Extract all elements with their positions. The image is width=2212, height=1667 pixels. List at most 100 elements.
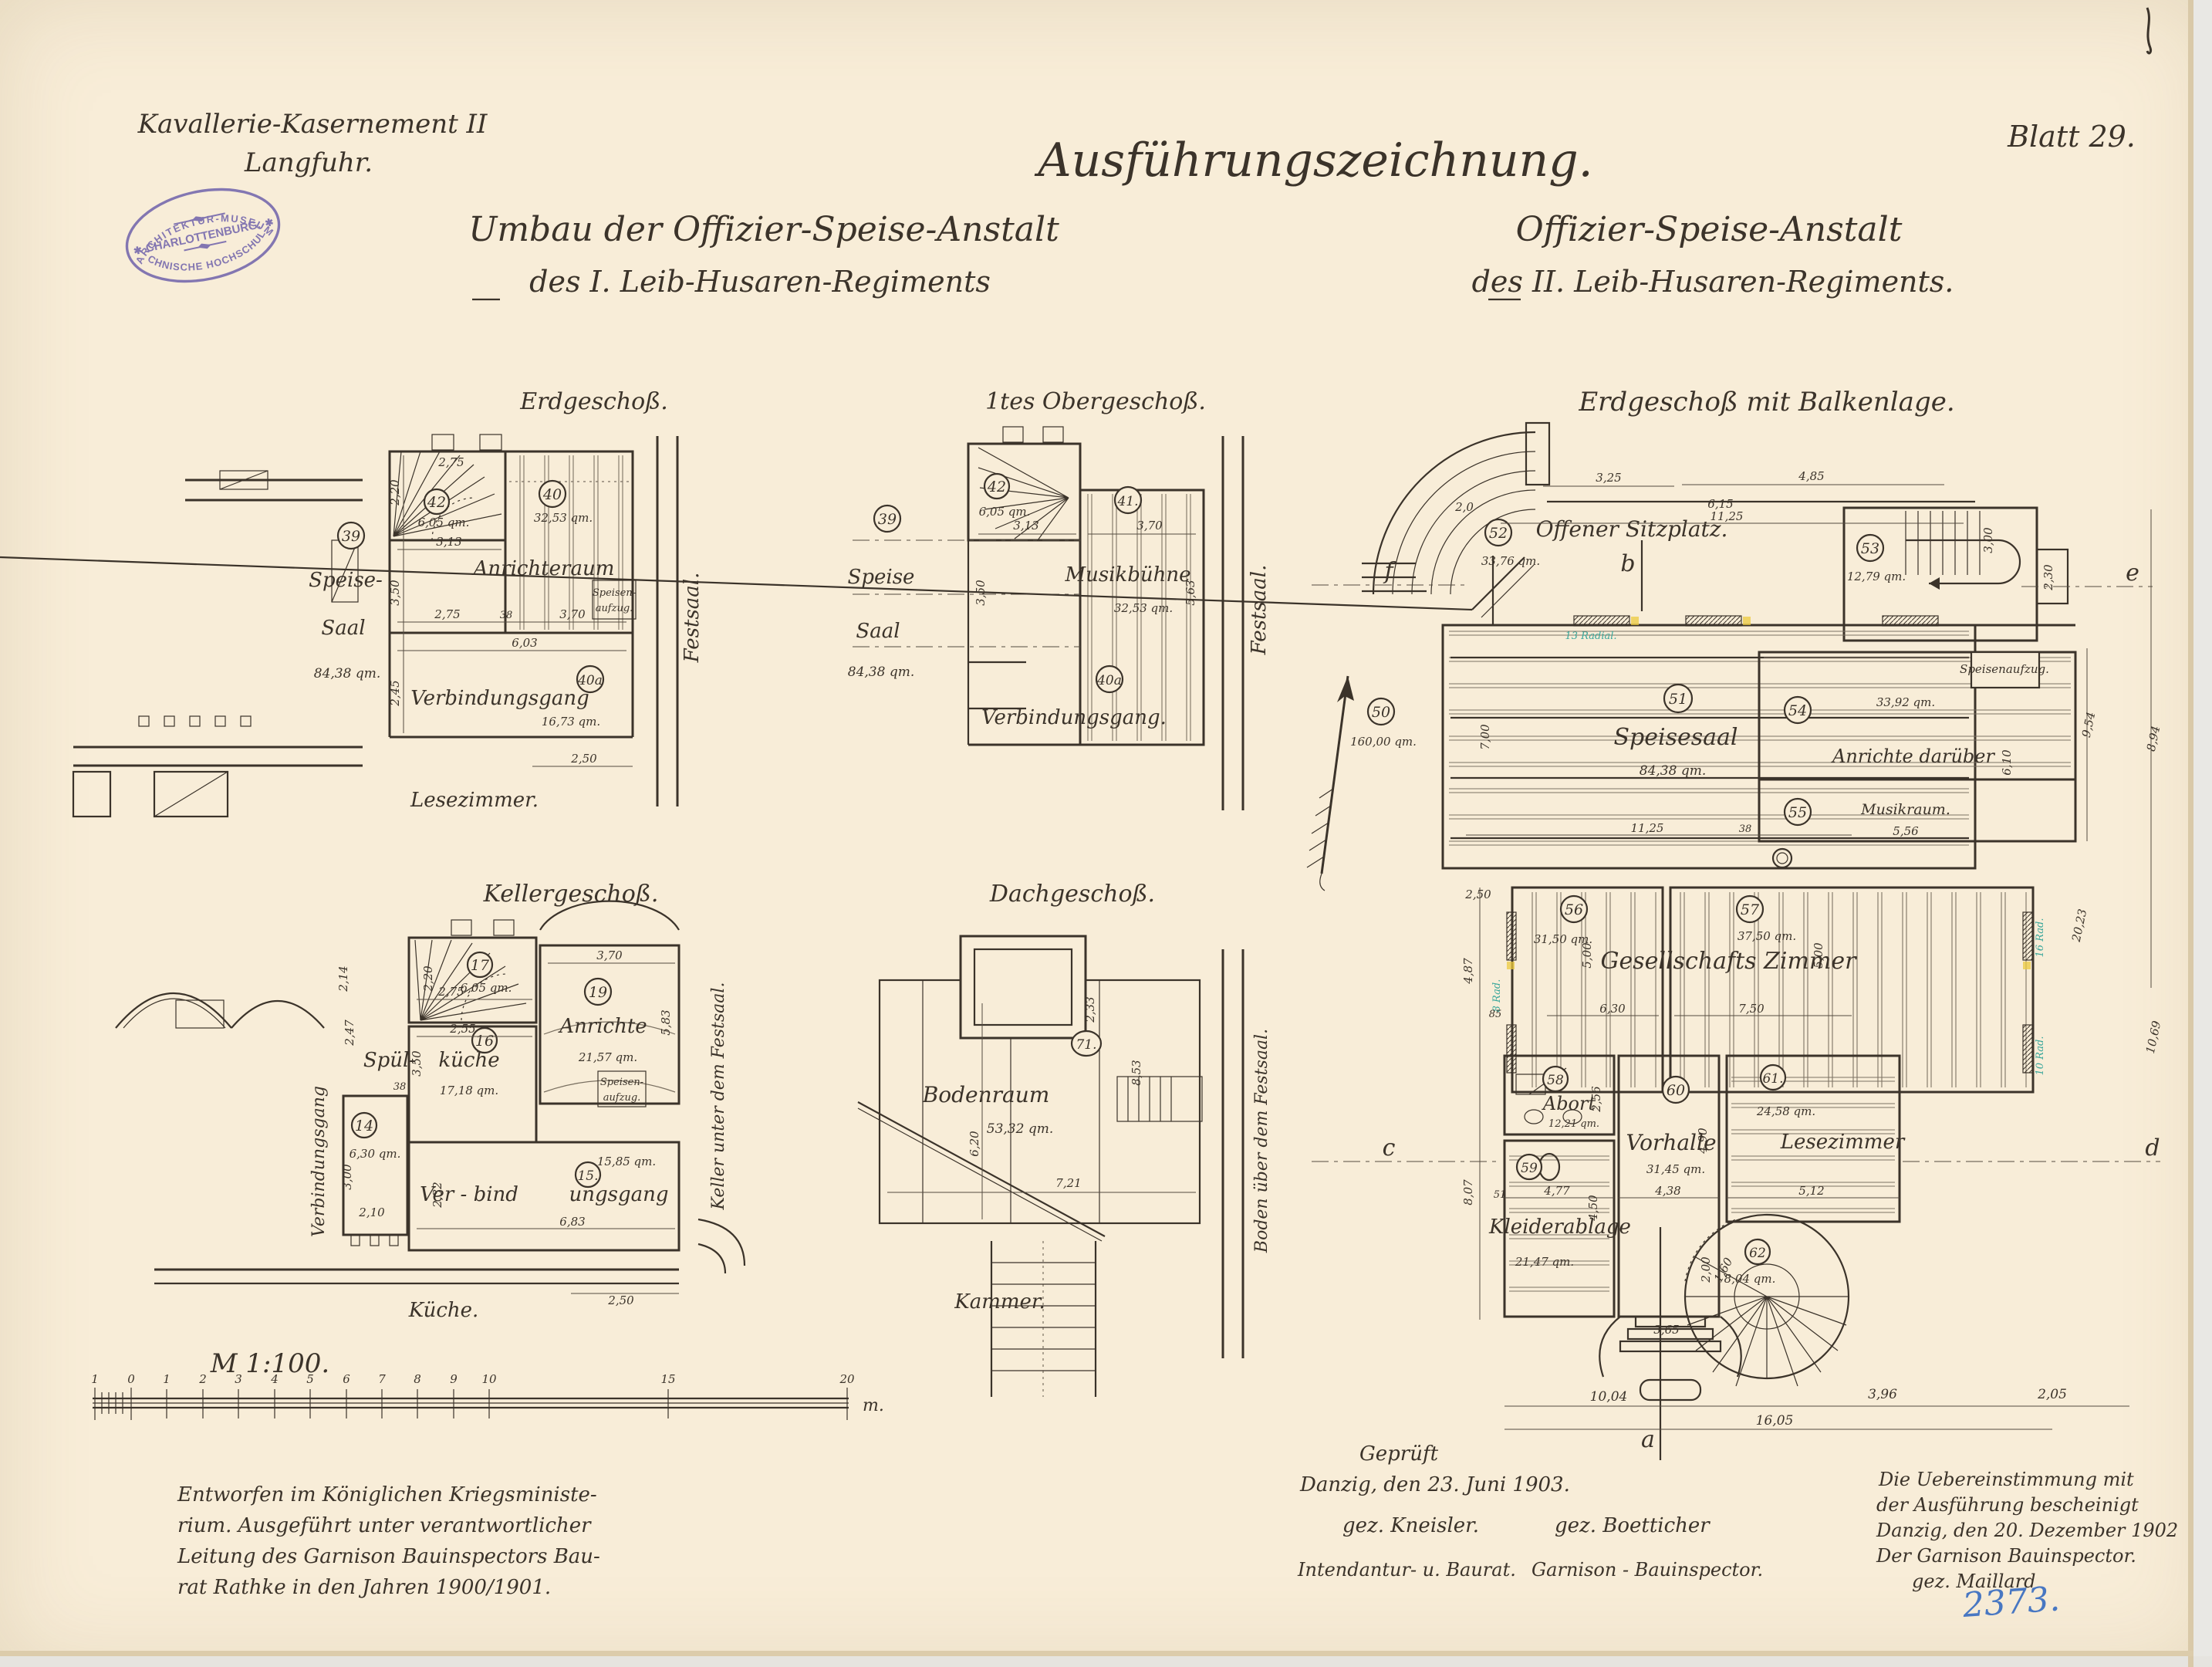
room-number: 51 xyxy=(1669,691,1687,708)
svg-text:5,63: 5,63 xyxy=(1184,580,1197,605)
spiral-stair xyxy=(1683,1213,1850,1387)
room-label: Musikraum. xyxy=(1860,801,1950,818)
room-number: 59 xyxy=(1521,1161,1538,1176)
axis-c: c xyxy=(1383,1134,1396,1161)
context-verbindungsgang: Verbindungsgang xyxy=(309,1086,329,1237)
role: Intendantur- u. Baurat. xyxy=(1297,1559,1516,1581)
plan-obergeschoss: 1tes Obergeschoß. 39 Speise Saal xyxy=(848,388,1271,810)
svg-text:6: 6 xyxy=(343,1372,350,1386)
scale-label: M 1:100. xyxy=(210,1348,329,1379)
north-arrow xyxy=(1306,675,1354,891)
roof-hatch-stair xyxy=(1116,1076,1203,1122)
svg-text:3,50: 3,50 xyxy=(388,580,402,606)
room-vorhalle: 60 Vorhalle 31,45 qm. xyxy=(1626,1075,1717,1176)
stair-flight xyxy=(978,447,1069,541)
room-label: Offener Sitzplatz. xyxy=(1536,516,1728,542)
svg-text:1: 1 xyxy=(91,1372,99,1386)
svg-text:Die Uebereinstimmung mit: Die Uebereinstimmung mit xyxy=(1878,1469,2134,1490)
svg-text:85: 85 xyxy=(1489,1009,1502,1020)
svg-text:der Ausführung bescheinigt: der Ausführung bescheinigt xyxy=(1876,1494,2139,1516)
room-label: Lesezimmer xyxy=(1780,1131,1906,1154)
room-number: 40a xyxy=(1096,673,1122,688)
room-speisesaal: 39 Speise Saal 84,38 qm. xyxy=(848,504,914,680)
museum-stamp: ARCHITEKTUR-MUSEUM CHARLOTTENBURG. TECHN… xyxy=(125,188,281,283)
svg-text:8,94: 8,94 xyxy=(2144,725,2163,752)
svg-text:10: 10 xyxy=(481,1372,497,1386)
room-area: 84,38 qm. xyxy=(848,664,914,680)
lift-label: aufzug. xyxy=(596,603,633,614)
svg-text:2,75: 2,75 xyxy=(437,985,464,999)
svg-text:3,00: 3,00 xyxy=(340,1164,354,1190)
svg-text:38: 38 xyxy=(393,1081,407,1093)
svg-text:2,10: 2,10 xyxy=(358,1205,385,1219)
room-number: 40a xyxy=(577,673,603,688)
room-14: 14 6,30 qm. xyxy=(350,1111,400,1161)
room-area: 84,38 qm. xyxy=(1640,763,1706,779)
room-label: Anrichte darüber xyxy=(1831,746,1995,767)
room-area: 21,47 qm. xyxy=(1515,1255,1574,1269)
svg-text:51: 51 xyxy=(1494,1189,1507,1201)
room-area: 6,05 qm. xyxy=(979,505,1031,519)
plan-title: Dachgeschoß. xyxy=(989,881,1155,908)
room-label: Vorhalle xyxy=(1626,1130,1716,1155)
role: Garnison - Bauinspector. xyxy=(1532,1559,1763,1581)
room-speisesaal: 39 Speise- Saal 84,38 qm. xyxy=(309,521,383,681)
svg-text:Entworfen im Königlichen Krieg: Entworfen im Königlichen Kriegsministe- xyxy=(177,1483,597,1506)
drawing-type-title: Ausführungszeichnung. xyxy=(1034,134,1592,188)
svg-text:6,10: 6,10 xyxy=(2000,749,2014,776)
beam-note: 16 Rad. xyxy=(2035,918,2046,958)
scale-bar: 1 0 1 2 3 4 5 6 7 8 9 10 15 20 m. xyxy=(91,1372,884,1420)
plan-balkenlage: Erdgeschoß mit Balkenlage. xyxy=(0,387,2163,1460)
svg-text:6,83: 6,83 xyxy=(559,1215,585,1229)
context-festsaal: Festsaal. xyxy=(1248,565,1271,656)
svg-text:rium. Ausgeführt unter verant: rium. Ausgeführt unter verantwortlicher xyxy=(177,1514,592,1537)
walls xyxy=(115,900,746,1285)
svg-text:10,69: 10,69 xyxy=(2143,1019,2164,1055)
svg-text:3,00: 3,00 xyxy=(1981,527,1995,553)
svg-text:4,77: 4,77 xyxy=(1543,1184,1570,1198)
room-label: ungsgang xyxy=(569,1183,668,1206)
svg-text:✱: ✱ xyxy=(133,244,144,257)
svg-text:2,33: 2,33 xyxy=(1083,996,1097,1023)
signature: gez. Kneisler. xyxy=(1342,1514,1479,1537)
sheet-number: Blatt 29. xyxy=(2007,120,2136,154)
room-number: 58 xyxy=(1547,1073,1564,1088)
room-number: 42 xyxy=(987,478,1006,495)
svg-text:Der Garnison Bauinspector.: Der Garnison Bauinspector. xyxy=(1876,1545,2136,1567)
room-stair-17: 17 6,05 qm. xyxy=(461,951,512,995)
project-location: Langfuhr. xyxy=(244,147,373,178)
svg-text:5,56: 5,56 xyxy=(1893,824,1919,838)
dimensions: 3,25 4,85 6,15 11,25 2,0 3,00 2,30 9,54 … xyxy=(1454,469,2163,1429)
room-offener-sitzplatz: 52 Offener Sitzplatz. 33,76 qm. xyxy=(1481,516,1728,568)
svg-text:3,25: 3,25 xyxy=(1596,471,1621,485)
lift-label: Speisen- xyxy=(593,587,636,599)
room-number: 71. xyxy=(1076,1037,1096,1053)
room-stair-53: 53 12,79 qm. xyxy=(1847,511,2021,590)
svg-text:9: 9 xyxy=(450,1372,458,1386)
svg-text:3,65: 3,65 xyxy=(1653,1323,1679,1337)
axis-d: d xyxy=(2145,1134,2160,1161)
checked-heading: Geprüft xyxy=(1359,1442,1439,1466)
room-number: 42 xyxy=(427,494,446,511)
svg-text:8: 8 xyxy=(414,1372,421,1386)
room-area: 33,76 qm. xyxy=(1481,554,1540,568)
svg-text:3,96: 3,96 xyxy=(1868,1387,1897,1402)
svg-text:3,13: 3,13 xyxy=(1013,519,1038,533)
speisenaufzug: Speisenaufzug. xyxy=(1960,662,2049,676)
beam-note: 8 Rad. xyxy=(1491,979,1503,1013)
plan-dachgeschoss: Dachgeschoß. xyxy=(857,881,1271,1397)
lift-label: aufzug. xyxy=(603,1092,641,1104)
room-number: 40 xyxy=(542,486,562,503)
svg-text:3,70: 3,70 xyxy=(559,607,586,621)
header: Kavallerie-Kasernement II Langfuhr. Ausf… xyxy=(137,109,2136,301)
room-number: 50 xyxy=(1372,704,1390,721)
room-number: 57 xyxy=(1741,901,1760,918)
lesezimmer-walls xyxy=(72,715,363,818)
dimensions: 3,13 3,70 3,50 5,63 xyxy=(974,519,1197,606)
stair-flight xyxy=(414,939,527,1021)
svg-text:8,53: 8,53 xyxy=(1130,1060,1143,1085)
svg-text:2,20: 2,20 xyxy=(388,479,402,506)
svg-text:2,30: 2,30 xyxy=(2041,564,2055,591)
checked-date: Danzig, den 23. Juni 1903. xyxy=(1299,1473,1570,1496)
